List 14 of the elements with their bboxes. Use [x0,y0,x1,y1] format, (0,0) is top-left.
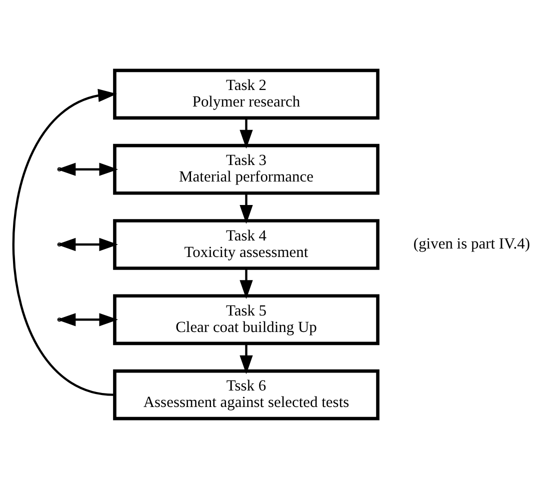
arrow [56,313,118,326]
node-box: Task 4 Toxicity assessment [113,219,380,270]
node-box: Tssk 6 Assessment against selected tests [113,369,380,420]
arrow [12,88,117,396]
node-box: Task 3 Material performance [113,144,380,195]
arrow [240,118,253,149]
arrow [56,162,118,176]
node-box: Task 2 Polymer research [113,68,380,120]
arrow [56,238,118,252]
arrow [240,268,253,299]
arrow [240,343,253,374]
arrow [240,193,253,224]
node-box: Task 5 Clear coat building Up [113,294,380,346]
node-label: (given is part IV.4) [413,236,530,253]
